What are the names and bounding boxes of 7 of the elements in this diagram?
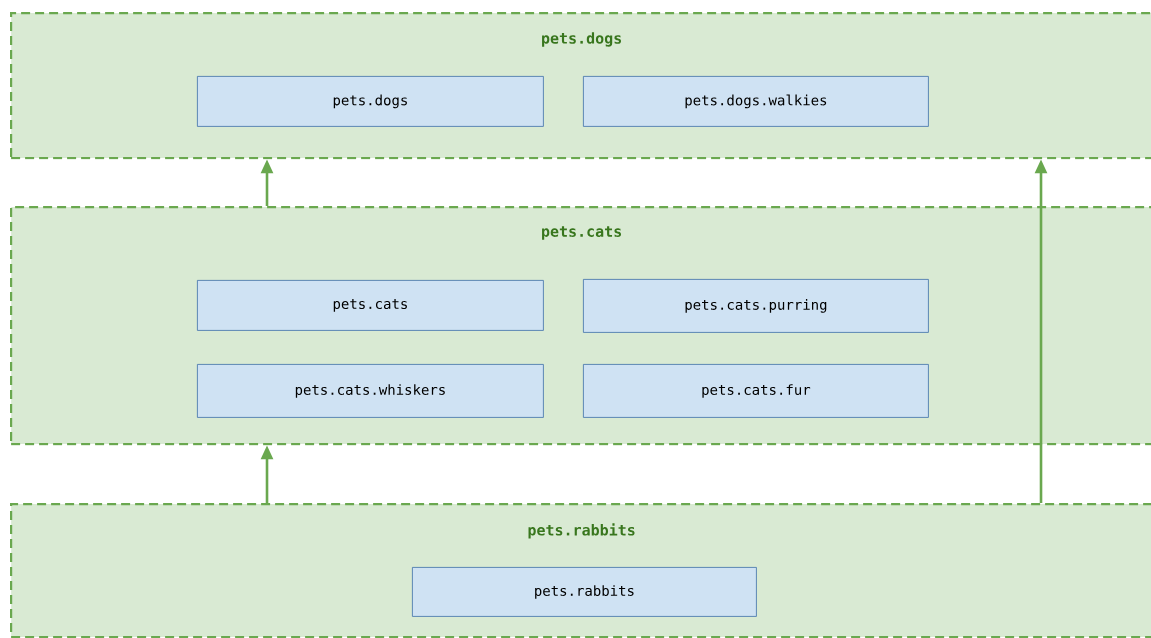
module-box: pets.cats.whiskers (197, 364, 544, 418)
module-box: pets.cats.purring (583, 279, 929, 333)
module-box: pets.cats.fur (583, 364, 929, 418)
module-box: pets.dogs.walkies (583, 76, 929, 127)
module-box: pets.dogs (197, 76, 544, 127)
module-box: pets.rabbits (412, 567, 757, 617)
module-box: pets.cats (197, 280, 544, 331)
